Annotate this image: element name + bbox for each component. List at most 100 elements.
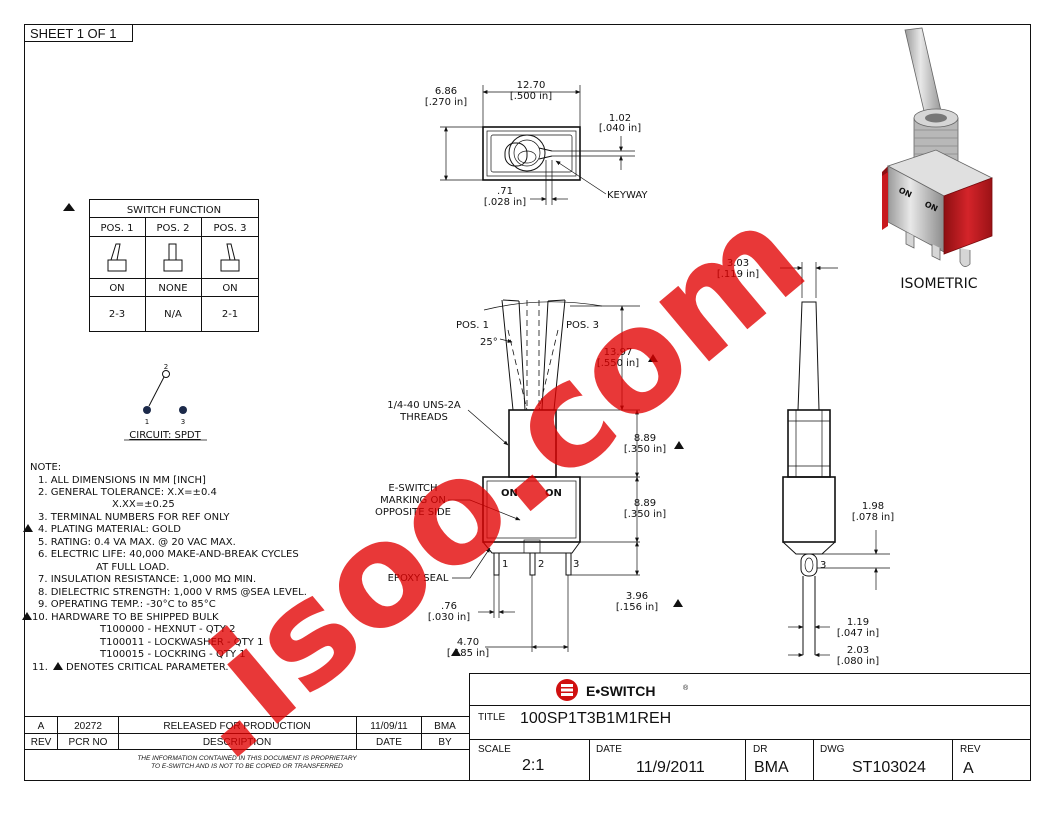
svg-text:T100000 - HEXNUT - QTY 2: T100000 - HEXNUT - QTY 2 (99, 624, 235, 635)
isometric-label: ISOMETRIC (900, 276, 977, 292)
position-state: ON (109, 283, 124, 294)
position-state: NONE (158, 283, 187, 294)
svg-text:[.270 in]: [.270 in] (425, 97, 467, 108)
svg-text:2: 2 (164, 363, 168, 371)
position-state: ON (222, 283, 237, 294)
circuit-diagram: 2 1 3 CIRCUIT: SPDT (124, 363, 207, 441)
critical-triangle-icon (451, 648, 461, 656)
svg-text:3. TERMINAL NUMBERS FOR REF ON: 3. TERMINAL NUMBERS FOR REF ONLY (38, 512, 230, 523)
drawn-by: BMA (754, 759, 789, 776)
svg-text:3.96: 3.96 (626, 591, 648, 602)
position-terminals: 2-3 (109, 309, 125, 320)
svg-text:[.350 in]: [.350 in] (624, 444, 666, 455)
svg-text:[.030 in]: [.030 in] (428, 612, 470, 623)
svg-text:1: 1 (502, 559, 508, 570)
drawing-date: 11/9/2011 (636, 759, 705, 776)
svg-text:4. PLATING MATERIAL: GOLD: 4. PLATING MATERIAL: GOLD (38, 524, 181, 535)
svg-text:6.86: 6.86 (435, 86, 457, 97)
svg-text:8.89: 8.89 (634, 433, 656, 444)
svg-text:X.XX=±0.25: X.XX=±0.25 (112, 499, 175, 510)
svg-text:8.89: 8.89 (634, 498, 656, 509)
position-header: POS. 1 (101, 223, 134, 234)
svg-text:A: A (38, 721, 45, 732)
svg-text:[.350 in]: [.350 in] (624, 509, 666, 520)
svg-text:PCR NO: PCR NO (69, 737, 108, 748)
sheet-label: SHEET 1 OF 1 (30, 26, 116, 41)
svg-text:[.500 in]: [.500 in] (510, 91, 552, 102)
svg-text:[.047 in]: [.047 in] (837, 628, 879, 639)
drawing-number: ST103024 (852, 759, 926, 776)
svg-text:.71: .71 (497, 186, 513, 197)
position-terminals: 2-1 (222, 309, 238, 320)
svg-text:[.080 in]: [.080 in] (837, 656, 879, 667)
circuit-label: CIRCUIT: SPDT (129, 430, 201, 441)
svg-text:4.70: 4.70 (457, 637, 479, 648)
svg-text:20272: 20272 (74, 721, 102, 732)
svg-text:OPPOSITE SIDE: OPPOSITE SIDE (375, 507, 451, 518)
side-view: 3 3.03 [.119 in] 1.98 [.078 in] 1.19 [.0… (717, 258, 894, 667)
svg-text:[.078 in]: [.078 in] (852, 512, 894, 523)
critical-triangle-icon (22, 612, 32, 620)
svg-text:.76: .76 (441, 601, 457, 612)
title-block: E•SWITCH ® TITLE 100SP1T3B1M1REH SCALE 2… (469, 673, 1031, 781)
svg-text:6. ELECTRIC LIFE: 40,000 MAKE-: 6. ELECTRIC LIFE: 40,000 MAKE-AND-BREAK … (38, 549, 299, 560)
svg-text:EPOXY SEAL: EPOXY SEAL (388, 573, 449, 584)
svg-text:POS. 3: POS. 3 (566, 320, 599, 331)
svg-text:1.98: 1.98 (862, 501, 884, 512)
critical-triangle-icon (23, 524, 33, 532)
drawing-title: 100SP1T3B1M1REH (520, 710, 671, 727)
toggle-left-icon (107, 243, 127, 272)
svg-text:[.119 in]: [.119 in] (717, 269, 759, 280)
drawing-revision: A (963, 760, 974, 777)
drawing-scale: 2:1 (522, 757, 544, 774)
svg-text:DATE: DATE (596, 744, 622, 755)
svg-text:7. INSULATION RESISTANCE: 1,00: 7. INSULATION RESISTANCE: 1,000 MΩ MIN. (38, 574, 256, 585)
svg-text:®: ® (683, 684, 689, 692)
svg-text:1. ALL DIMENSIONS IN MM [INCH]: 1. ALL DIMENSIONS IN MM [INCH] (38, 475, 206, 486)
isometric-view: ON ON ISOMETRIC (882, 27, 993, 292)
switch-function-table: SWITCH FUNCTION POS. 1 POS. 2 POS. 3 ON … (63, 199, 259, 332)
position-header: POS. 2 (157, 223, 190, 234)
svg-text:5. RATING: 0.4 VA MAX. @ 20 VA: 5. RATING: 0.4 VA MAX. @ 20 VAC MAX. (38, 537, 236, 548)
on-marking-right: ON (545, 488, 562, 499)
svg-text:T100015 - LOCKRING - QTY 1: T100015 - LOCKRING - QTY 1 (99, 649, 246, 660)
svg-text:BMA: BMA (434, 721, 456, 732)
critical-triangle-icon (674, 441, 684, 449)
svg-text:DWG: DWG (820, 744, 845, 755)
svg-text:TITLE: TITLE (478, 712, 506, 723)
svg-text:25°: 25° (480, 337, 498, 348)
svg-text:3.03: 3.03 (727, 258, 749, 269)
svg-text:[.040 in]: [.040 in] (599, 123, 641, 134)
svg-text:2.03: 2.03 (847, 645, 869, 656)
svg-text:3: 3 (820, 560, 826, 571)
svg-text:3: 3 (573, 559, 579, 570)
svg-text:1.19: 1.19 (847, 617, 869, 628)
notes: NOTE: 1. ALL DIMENSIONS IN MM [INCH] 2. … (22, 462, 307, 673)
svg-text:12.70: 12.70 (517, 80, 546, 91)
critical-triangle-icon (673, 599, 683, 607)
svg-text:1: 1 (145, 418, 149, 426)
svg-text:2: 2 (538, 559, 544, 570)
svg-text:RELEASED FOR PRODUCTION: RELEASED FOR PRODUCTION (163, 721, 310, 732)
svg-text:13.97: 13.97 (604, 347, 633, 358)
svg-text:11/09/11: 11/09/11 (370, 721, 408, 732)
svg-text:[.550 in]: [.550 in] (597, 358, 639, 369)
watermark: .isoo.com (142, 173, 835, 792)
svg-text:[.185 in]: [.185 in] (447, 648, 489, 659)
svg-text:DESCRIPTION: DESCRIPTION (203, 737, 271, 748)
critical-triangle-icon (648, 354, 658, 362)
svg-text:E-SWITCH: E-SWITCH (388, 483, 437, 494)
svg-text:AT FULL LOAD.: AT FULL LOAD. (96, 562, 169, 573)
svg-text:1.02: 1.02 (609, 113, 631, 124)
top-view: 12.70 [.500 in] 6.86 [.270 in] 1.02 [.04… (425, 80, 649, 208)
svg-text:T100011 - LOCKWASHER - QTY 1: T100011 - LOCKWASHER - QTY 1 (99, 637, 263, 648)
toggle-center-icon (163, 243, 183, 272)
critical-triangle-icon (53, 662, 63, 670)
e-switch-logo-icon (556, 679, 578, 701)
svg-text:MARKING ON: MARKING ON (380, 495, 446, 506)
revision-table: A 20272 RELEASED FOR PRODUCTION 11/09/11… (24, 673, 470, 781)
svg-text:DENOTES CRITICAL PARAMETER.: DENOTES CRITICAL PARAMETER. (66, 662, 229, 673)
toggle-right-icon (220, 243, 240, 272)
critical-triangle-icon (63, 203, 75, 211)
